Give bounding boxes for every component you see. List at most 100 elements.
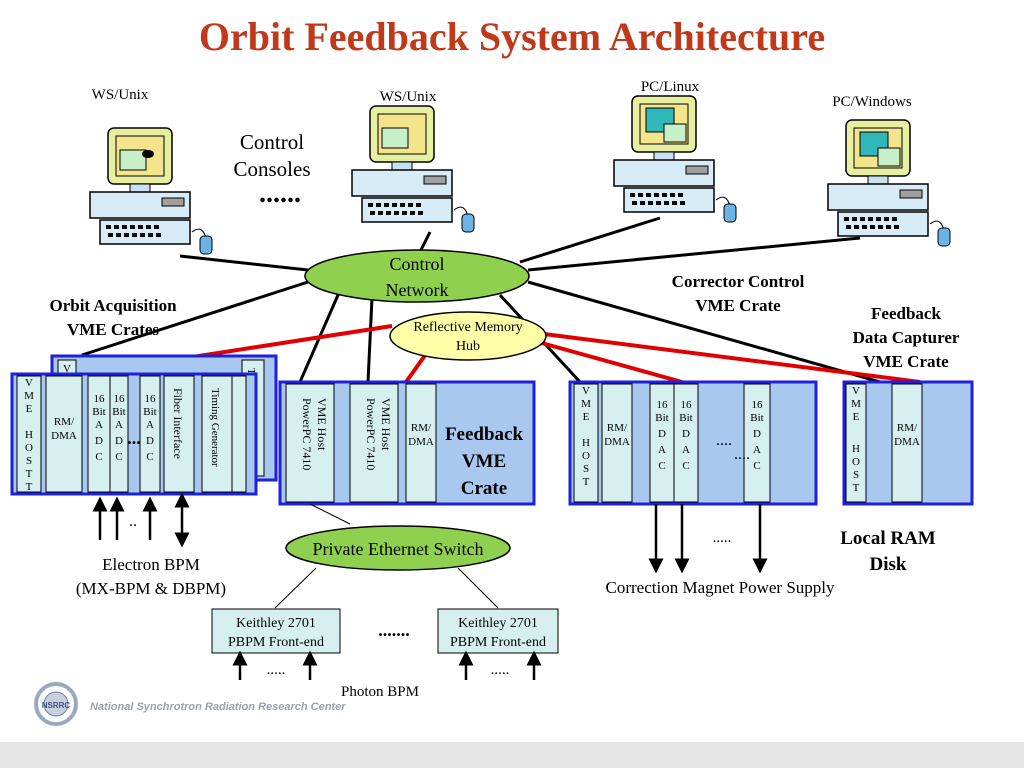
oa-adc1-5: C bbox=[95, 451, 102, 463]
oa-adc1-4: D bbox=[95, 435, 103, 447]
capturer-title-2: Data Capturer bbox=[853, 328, 960, 347]
data-capturer-crate: V M E H O S T RM/ DMA bbox=[842, 380, 974, 506]
orbit-acq-title-2: VME Crates bbox=[67, 320, 159, 339]
photon-bpm-label: Photon BPM bbox=[341, 684, 419, 700]
keithley-box-1 bbox=[211, 608, 341, 654]
fb-rmdma-1: RM/ bbox=[411, 422, 432, 434]
organization-name: National Synchrotron Radiation Research … bbox=[90, 701, 346, 713]
cc-host-2: M bbox=[581, 398, 591, 410]
ws-unix-label-1: WS/Unix bbox=[92, 87, 149, 103]
bpm-ellipsis: .. bbox=[129, 513, 137, 530]
switch-label: Private Ethernet Switch bbox=[313, 539, 484, 559]
feedback-vme-crate: VME Host PowerPC 7410 VME Host PowerPC 7… bbox=[278, 380, 536, 506]
oa-adc-ellipsis: ... bbox=[127, 428, 141, 448]
page-title: Orbit Feedback System Architecture bbox=[199, 14, 825, 59]
cc-dac2-3: D bbox=[682, 428, 690, 440]
corrector-title-2: VME Crate bbox=[695, 296, 781, 315]
fb-host1-line1: VME Host bbox=[315, 398, 329, 451]
cc-dac-ellipsis-2: .... bbox=[734, 446, 750, 463]
oa-adc3-4: D bbox=[146, 435, 154, 447]
cc-host-4: H bbox=[582, 437, 590, 449]
cc-dac2-5: C bbox=[682, 460, 689, 472]
cc-dac3-2: Bit bbox=[750, 412, 763, 424]
cc-host-1: V bbox=[582, 385, 590, 397]
switch-link-left bbox=[274, 567, 317, 609]
dc-rmdma-2: DMA bbox=[894, 436, 920, 448]
control-consoles-line1: Control bbox=[240, 130, 304, 154]
fb-crate-label-1: Feedback bbox=[445, 424, 524, 445]
pc-linux-label: PC/Linux bbox=[641, 79, 700, 95]
oa-adc1-1: 16 bbox=[94, 393, 106, 405]
pc-windows-label: PC/Windows bbox=[832, 94, 912, 110]
cc-host-3: E bbox=[583, 411, 590, 423]
electron-bpm-line1: Electron BPM bbox=[102, 555, 200, 574]
cc-rmdma-1: RM/ bbox=[607, 422, 628, 434]
corrector-control-crate: V M E H O S T RM/ DMA 16 Bit D A C 16 Bi… bbox=[568, 380, 818, 506]
reflective-memory-links bbox=[185, 324, 921, 384]
dc-host-5: O bbox=[852, 456, 860, 468]
pc-windows-console bbox=[827, 119, 951, 247]
cc-dac1-4: A bbox=[658, 444, 666, 456]
cc-dac1-5: C bbox=[658, 460, 665, 472]
pbpm-arrows bbox=[232, 650, 542, 680]
local-ram-disk-1: Local RAM bbox=[840, 528, 936, 549]
cc-dac1-1: 16 bbox=[657, 399, 669, 411]
switch-uplink bbox=[309, 503, 351, 525]
cc-host-6: S bbox=[583, 463, 589, 475]
cc-dac3-5: C bbox=[753, 460, 760, 472]
corrector-title-1: Corrector Control bbox=[672, 272, 805, 291]
cc-dac3-1: 16 bbox=[752, 399, 764, 411]
oa-adc2-5: C bbox=[115, 451, 122, 463]
cc-dac1-2: Bit bbox=[655, 412, 668, 424]
fb-crate-label-3: Crate bbox=[461, 478, 507, 499]
fb-rmdma-2: DMA bbox=[408, 436, 434, 448]
console-labels: WS/Unix WS/Unix PC/Linux PC/Windows bbox=[92, 79, 912, 110]
oa-adc3-5: C bbox=[146, 451, 153, 463]
control-consoles-line2: Consoles bbox=[233, 157, 310, 181]
pbpm-ellipsis-1: ..... bbox=[267, 662, 286, 678]
back-crate-v-label: V bbox=[63, 363, 71, 375]
dc-host-3: E bbox=[853, 411, 860, 423]
hub-label-line2: Hub bbox=[456, 339, 480, 354]
local-ram-disk-2: Disk bbox=[870, 554, 907, 575]
footer-band bbox=[0, 742, 1024, 768]
electron-bpm-line2: (MX-BPM & DBPM) bbox=[76, 579, 226, 598]
oa-vme-host-3: E bbox=[26, 403, 33, 415]
correction-ellipsis: ..... bbox=[713, 530, 732, 546]
reflective-memory-hub bbox=[389, 311, 547, 361]
cc-dac3-3: D bbox=[753, 428, 761, 440]
dc-host-1: V bbox=[852, 385, 860, 397]
ws-unix-console-2 bbox=[351, 105, 475, 233]
control-network-line2: Network bbox=[386, 280, 449, 300]
control-network-node bbox=[304, 249, 530, 303]
consoles-ellipsis: ...... bbox=[259, 178, 301, 209]
hub-label-line1: Reflective Memory bbox=[413, 320, 522, 335]
dc-host-2: M bbox=[851, 398, 861, 410]
keithley-2-line1: Keithley 2701 bbox=[458, 616, 538, 631]
cc-rmdma-2: DMA bbox=[604, 436, 630, 448]
oa-adc3-2: Bit bbox=[143, 406, 156, 418]
capturer-title-3: VME Crate bbox=[863, 352, 949, 371]
logo-text: NSRRC bbox=[42, 701, 71, 710]
keithley-box-2 bbox=[437, 608, 559, 654]
oa-vme-host-5: O bbox=[25, 442, 33, 454]
oa-adc2-2: Bit bbox=[112, 406, 125, 418]
oa-fiber-interface: Fiber Interface bbox=[171, 388, 185, 459]
keithley-2-line2: PBPM Front-end bbox=[450, 635, 546, 650]
fb-crate-label-2: VME bbox=[462, 451, 506, 472]
oa-adc1-2: Bit bbox=[92, 406, 105, 418]
cc-dac-ellipsis-1: .... bbox=[716, 432, 732, 449]
oa-vme-host-7: T bbox=[26, 468, 33, 480]
oa-adc2-3: A bbox=[115, 419, 123, 431]
orbit-acquisition-crates: V Timing Generator V M E H O S T T RM/ D… bbox=[10, 354, 278, 496]
switch-link-right bbox=[457, 567, 499, 609]
oa-adc2-1: 16 bbox=[114, 393, 126, 405]
oa-vme-host-2: M bbox=[24, 390, 34, 402]
cc-dac2-4: A bbox=[682, 444, 690, 456]
crate-titles: Orbit Acquisition VME Crates Corrector C… bbox=[49, 272, 959, 371]
dc-host-6: S bbox=[853, 469, 859, 481]
fb-host2-line2: PowerPC 7410 bbox=[364, 398, 378, 470]
cc-dac1-3: D bbox=[658, 428, 666, 440]
cc-host-5: O bbox=[582, 450, 590, 462]
